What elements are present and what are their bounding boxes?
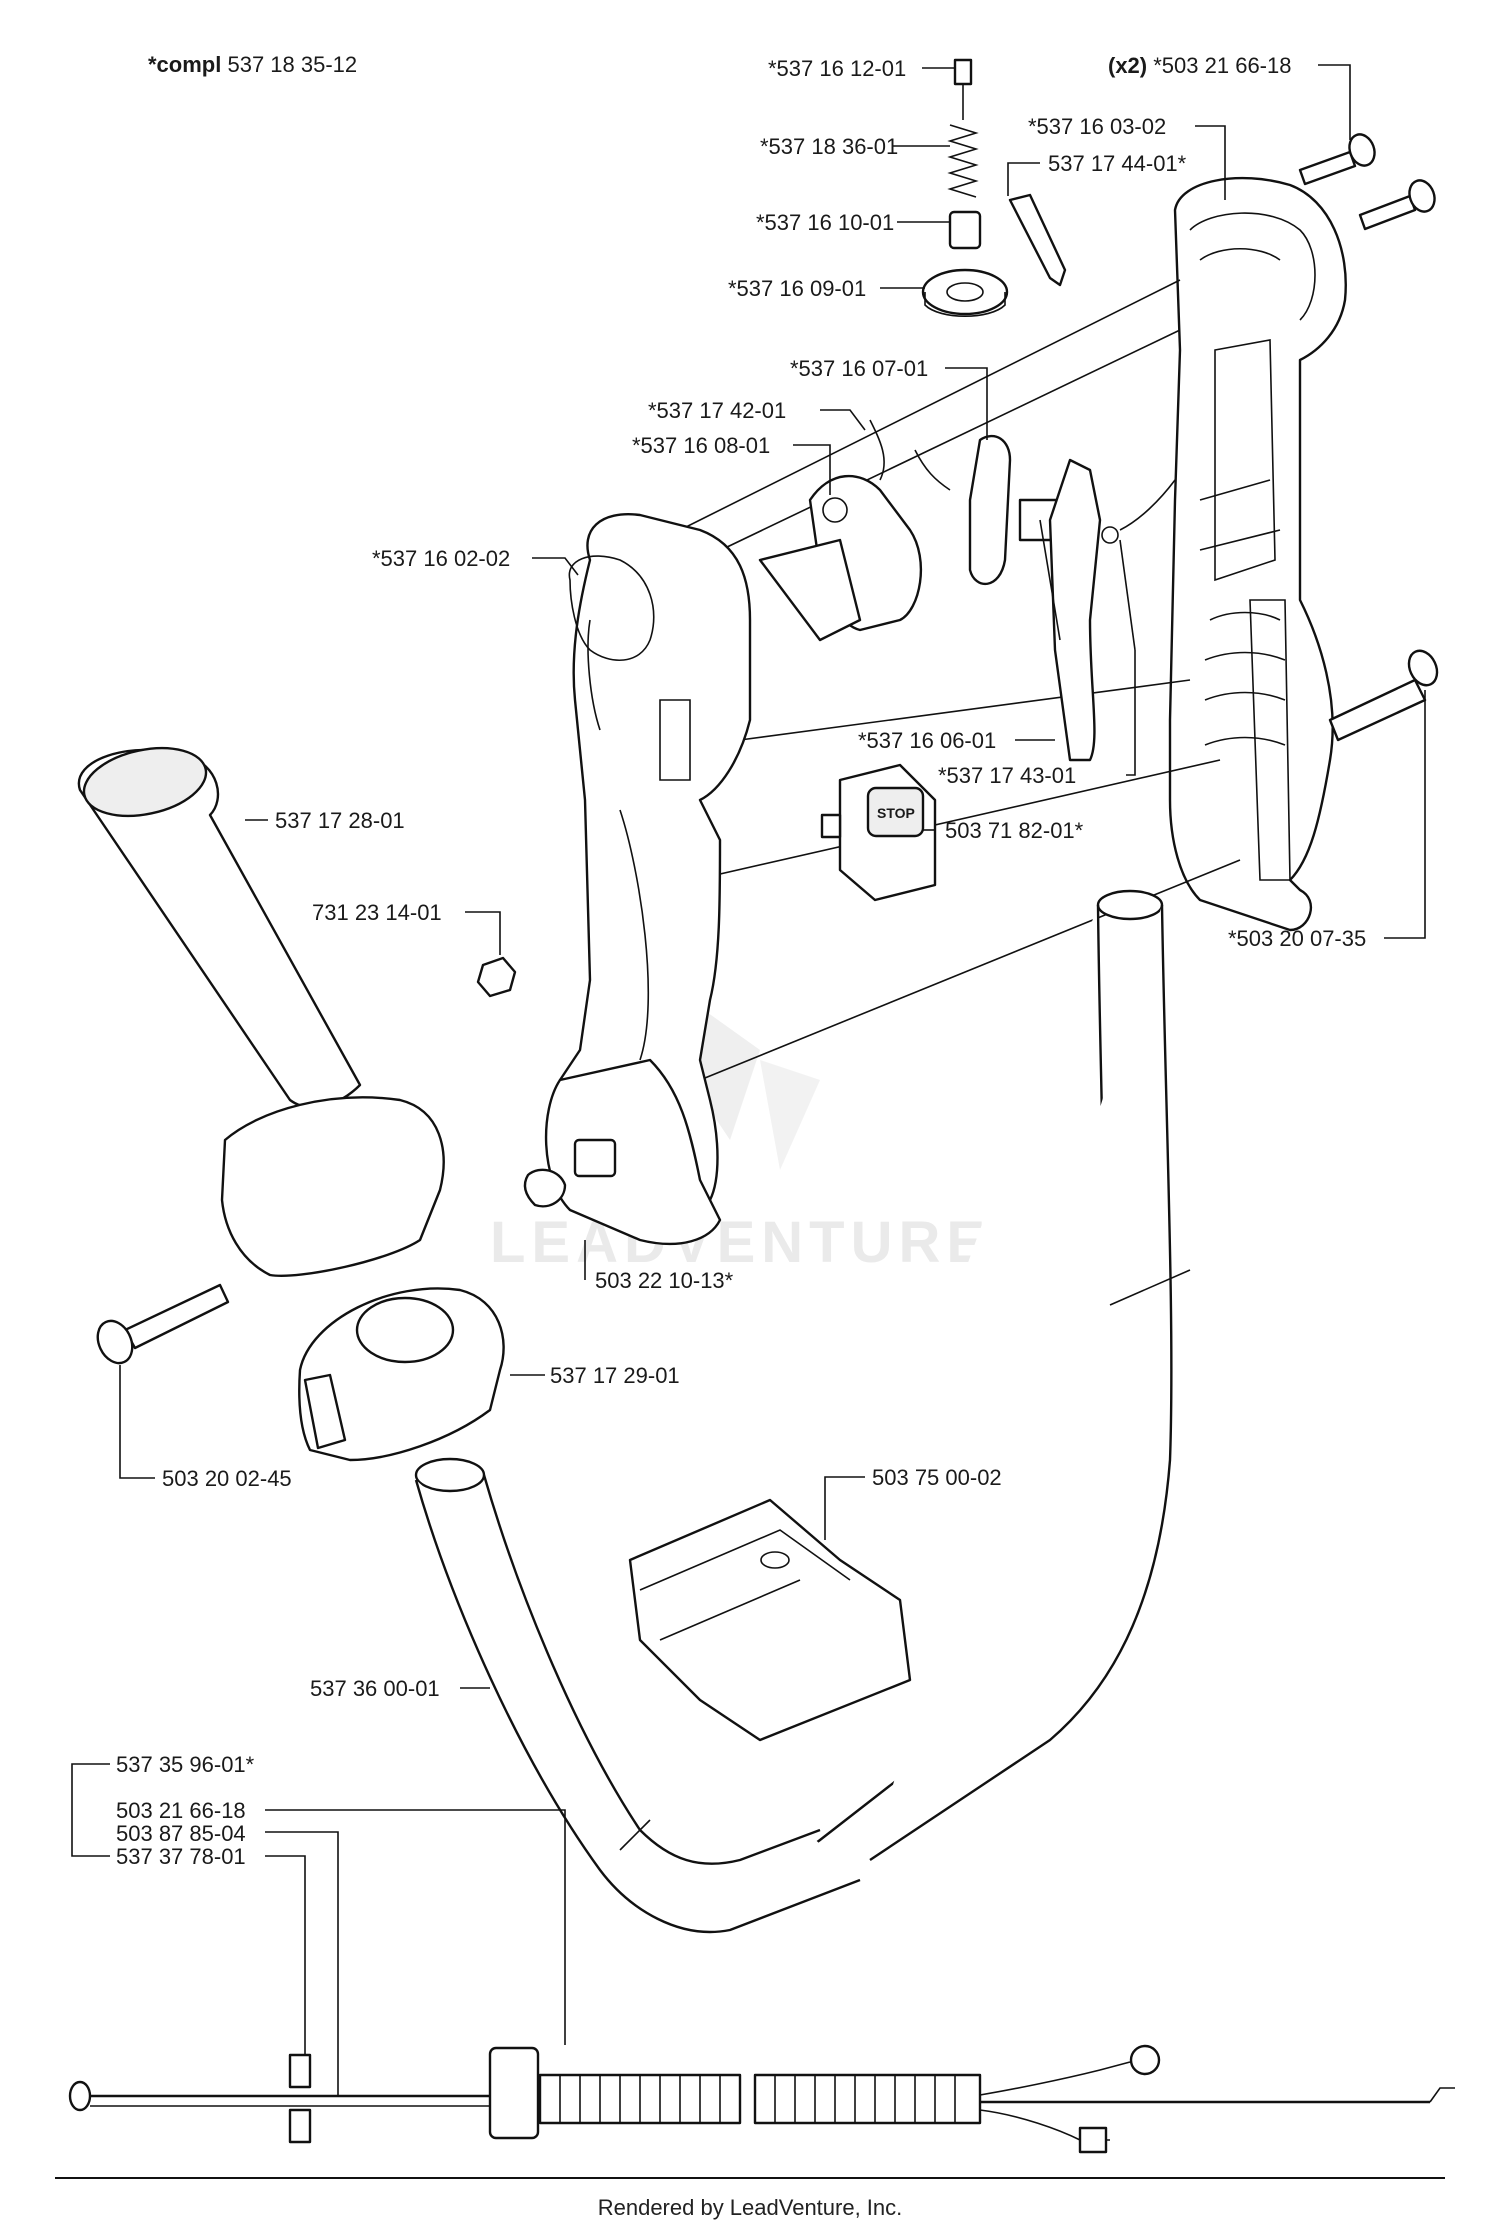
right-handle-housing [1168, 176, 1347, 932]
label-503-21-66-18: 503 21 66-18 [116, 1798, 246, 1823]
label-537-16-07-01: *537 16 07-01 [790, 356, 928, 381]
label-503-21-66-18-x2: (x2) *503 21 66-18 [1108, 53, 1291, 78]
footer-credit: Rendered by LeadVenture, Inc. [598, 2195, 903, 2220]
compl-number: 537 18 35-12 [227, 52, 357, 77]
label-503-22-10-13: 503 22 10-13* [595, 1268, 734, 1293]
bolt-right [1328, 649, 1439, 742]
label-503-20-02-45: 503 20 02-45 [162, 1466, 292, 1491]
label-503-75-00-02: 503 75 00-02 [872, 1465, 1002, 1490]
label-503-71-82-01: 503 71 82-01* [945, 818, 1084, 843]
label-537-36-00-01: 537 36 00-01 [310, 1676, 440, 1701]
label-537-35-96-01: 537 35 96-01* [116, 1752, 255, 1777]
label-537-16-10-01: *537 16 10-01 [756, 210, 894, 235]
nut-731 [476, 956, 517, 998]
stop-switch: STOP [820, 763, 937, 902]
callout-labels: *537 16 12-01 *537 18 36-01 *537 16 10-0… [116, 53, 1366, 1869]
handle-clamp [298, 1287, 505, 1462]
label-537-17-42-01: *537 17 42-01 [648, 398, 786, 423]
trigger-assembly [758, 419, 1176, 762]
label-537-16-02-02: *537 16 02-02 [372, 546, 510, 571]
front-grip [77, 746, 445, 1277]
label-503-20-07-35: *503 20 07-35 [1228, 926, 1366, 951]
rear-handle [544, 513, 752, 1246]
label-537-17-44-01: 537 17 44-01* [1048, 151, 1187, 176]
label-537-37-78-01: 537 37 78-01 [116, 1844, 246, 1869]
throttle-cable [68, 2044, 1455, 2154]
label-537-16-08-01: *537 16 08-01 [632, 433, 770, 458]
label-537-16-12-01: *537 16 12-01 [768, 56, 906, 81]
watermark-text: LEADVENTURE [490, 1210, 991, 1275]
compl-label: *compl 537 18 35-12 [148, 52, 357, 77]
label-731-23-14-01: 731 23 14-01 [312, 900, 442, 925]
qty-x2: (x2) [1108, 53, 1147, 78]
label-537-17-43-01: *537 17 43-01 [938, 763, 1076, 788]
label-537-17-28-01: 537 17 28-01 [275, 808, 405, 833]
label-537-16-09-01: *537 16 09-01 [728, 276, 866, 301]
tube-bracket [628, 1498, 912, 1742]
stop-switch-label: STOP [877, 805, 915, 821]
label-537-18-36-01: *537 18 36-01 [760, 134, 898, 159]
nut-503-22 [523, 1168, 567, 1208]
screws-top [1298, 133, 1436, 231]
label-537-16-06-01: *537 16 06-01 [858, 728, 996, 753]
throttle-lock-parts [921, 58, 1067, 318]
label-537-17-29-01: 537 17 29-01 [550, 1363, 680, 1388]
compl-prefix: *compl [148, 52, 221, 77]
bolt-left [96, 1283, 230, 1365]
leader-lines [71, 64, 1426, 2096]
label-503-87-85-04: 503 87 85-04 [116, 1821, 246, 1846]
handle-tube [414, 889, 1191, 1934]
label-537-16-03-02: *537 16 03-02 [1028, 114, 1166, 139]
